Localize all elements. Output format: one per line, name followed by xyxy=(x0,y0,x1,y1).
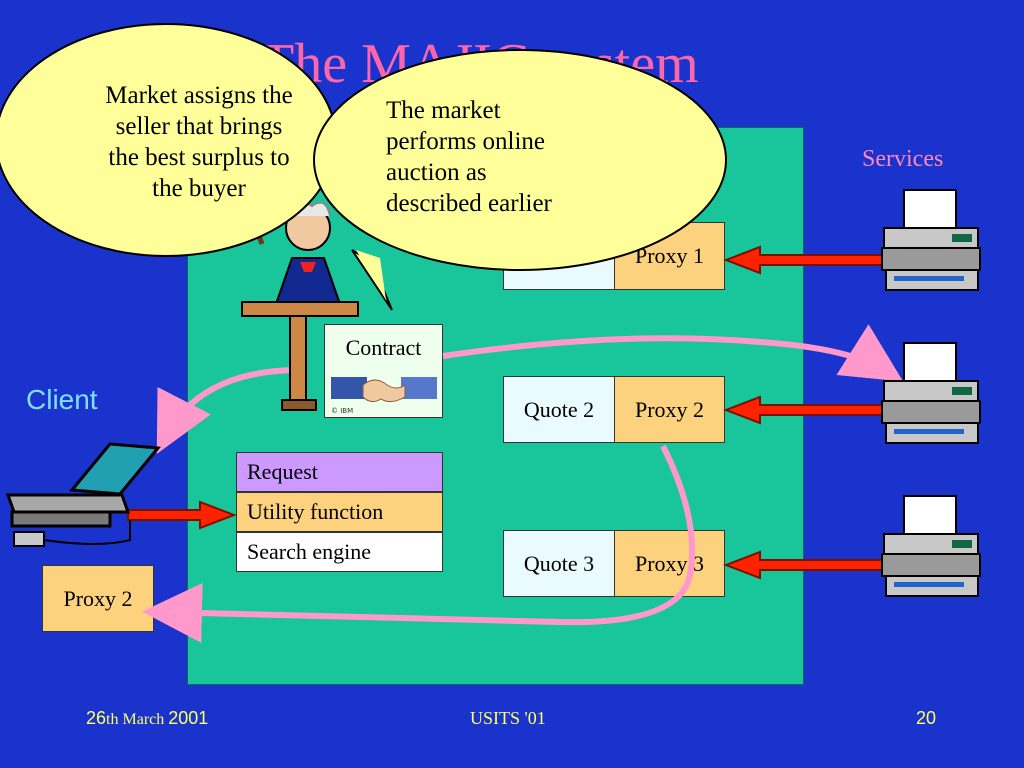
bubble-left-line: the best surplus to xyxy=(108,144,290,171)
footer-page-number: 20 xyxy=(916,708,937,728)
bubble-right-line: The market xyxy=(386,97,501,124)
svg-text:© IBM: © IBM xyxy=(331,407,353,415)
proxy-1-box: Proxy 1 xyxy=(614,222,725,290)
handshake-icon: © IBM xyxy=(331,377,437,415)
laptop-icon xyxy=(5,442,161,547)
client-label: Client xyxy=(26,384,98,415)
quote-2-box: Quote 2 xyxy=(503,376,615,443)
footer-date-month: March xyxy=(118,711,169,728)
contract-label: Contract xyxy=(345,335,422,360)
request-box: Request xyxy=(236,452,443,492)
bubble-right-text: The market performs online auction as de… xyxy=(386,95,646,219)
printer-icon xyxy=(881,189,981,291)
client-proxy-box: Proxy 2 xyxy=(42,565,154,632)
bubble-left-line: Market assigns the xyxy=(105,82,293,109)
bubble-left-text: Market assigns the seller that brings th… xyxy=(64,80,334,204)
utility-function-box: Utility function xyxy=(236,492,443,532)
printer-icon xyxy=(881,342,981,444)
proxy-2-box: Proxy 2 xyxy=(614,376,725,443)
bubble-left-line: the buyer xyxy=(152,175,246,202)
footer-date: 26th March 2001 xyxy=(86,708,208,729)
proxy-3-box: Proxy 3 xyxy=(614,530,725,597)
contract-box: Contract © IBM xyxy=(324,324,443,418)
footer-date-year: 2001 xyxy=(168,708,209,728)
search-engine-box: Search engine xyxy=(236,532,443,572)
bubble-right-line: auction as xyxy=(386,159,487,186)
bubble-right-line: performs online xyxy=(386,128,545,155)
services-label: Services xyxy=(862,146,944,172)
bubble-right-line: described earlier xyxy=(386,190,552,217)
printer-icon xyxy=(881,495,981,597)
quote-3-box: Quote 3 xyxy=(503,530,615,597)
quote-1-box xyxy=(503,222,615,290)
bubble-left-line: seller that brings xyxy=(115,113,283,140)
footer-date-day: 26 xyxy=(86,708,107,728)
footer-date-suffix: th xyxy=(106,711,119,728)
footer-conference: USITS '01 xyxy=(470,708,546,728)
